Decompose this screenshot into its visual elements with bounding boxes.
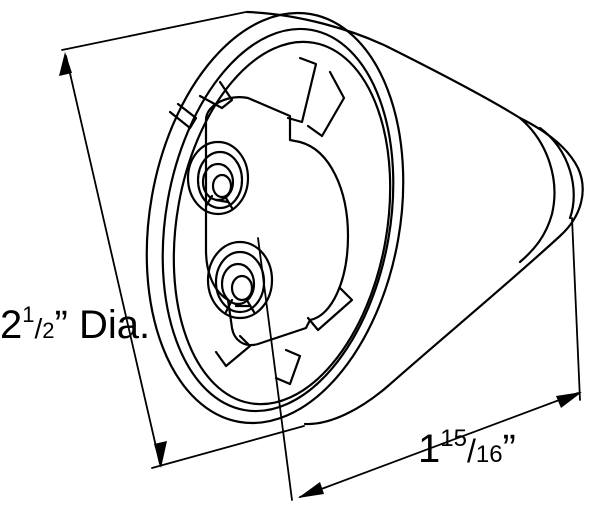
- centerline: [257, 237, 293, 501]
- diameter-den: 2: [42, 318, 54, 343]
- diameter-slash: /: [35, 313, 43, 344]
- arrow-depth-left: [298, 482, 324, 498]
- arrow-diameter-bottom: [154, 441, 167, 468]
- diameter-label: 21/2” Dia.: [0, 302, 150, 347]
- dimension-lines: [61, 11, 581, 498]
- depth-label: 115/16”: [418, 425, 516, 471]
- depth-slash: /: [467, 433, 476, 469]
- depth-whole: 1: [418, 427, 440, 471]
- arrowheads: [59, 52, 582, 498]
- arrow-depth-right: [556, 392, 582, 408]
- depth-dimension-line: [299, 392, 579, 498]
- diameter-suffix: ” Dia.: [55, 303, 151, 347]
- reflector-ribs: [168, 56, 354, 386]
- socket-bottom: [206, 240, 274, 320]
- diameter-num: 1: [22, 302, 34, 327]
- diameter-dimension-line: [65, 55, 161, 465]
- diameter-whole: 2: [0, 303, 22, 347]
- socket-top: [186, 140, 250, 216]
- arrow-diameter-top: [59, 52, 72, 76]
- housing-body: [245, 10, 584, 426]
- depth-suffix: ”: [503, 427, 516, 471]
- depth-den: 16: [476, 441, 503, 468]
- depth-num: 15: [440, 425, 467, 452]
- front-rim: [145, 11, 405, 425]
